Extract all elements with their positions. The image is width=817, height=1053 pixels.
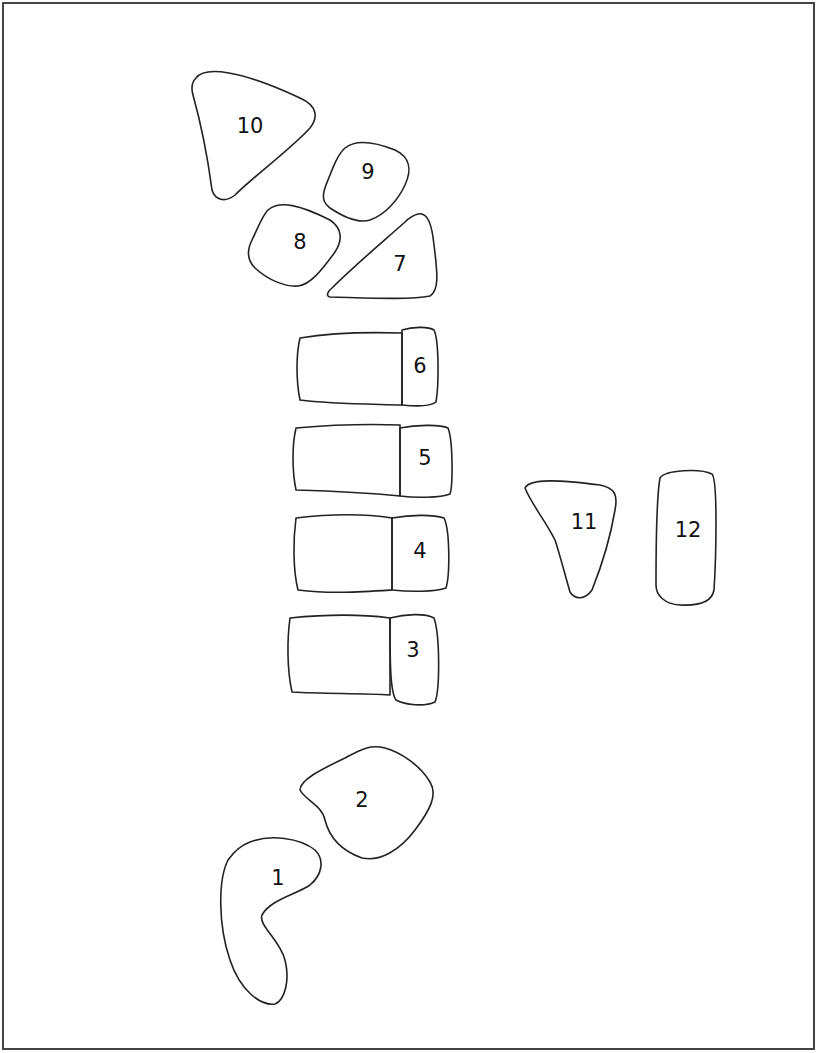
bone-body [293,425,400,496]
bone-body [294,515,392,593]
bone-outline-path [192,72,315,200]
bone-outline-path [328,214,437,299]
callout-number: 5 [418,448,431,469]
bone-shape: 8 [246,200,344,290]
bone-shape: 1 [218,834,326,1008]
callout-number: 2 [355,790,368,811]
bone-shape: 3 [386,612,444,708]
callout-number: 12 [675,520,702,541]
frame-border [3,3,814,1049]
bone-body [288,615,390,695]
callout-number: 9 [361,162,374,183]
bone-outline-path [392,515,449,591]
bone-outline-path [402,327,438,405]
bone-shape: 4 [388,512,454,594]
bone-shape: 10 [188,66,322,204]
bone-outline-path [323,142,409,221]
bone-outline-path [249,205,341,286]
callout-number: 3 [406,640,419,661]
bone-shape: 11 [518,474,622,602]
callout-number: 1 [271,868,284,889]
bone-shape: 9 [320,138,414,224]
bone-outline-path [525,481,616,598]
callout-number: 4 [413,541,426,562]
bone-shape: 12 [650,466,722,610]
bone-shape: 6 [398,324,442,410]
bone-outline [218,834,326,1008]
bone-outline-path [300,747,433,859]
callout-number: 10 [237,116,264,137]
bone-outline-path [656,471,716,606]
bone-outline [518,474,622,602]
bone-outline-path [400,425,452,497]
bone-shape: 2 [295,740,439,866]
bone-shape: 5 [396,422,456,502]
bone-outline-path [221,838,321,1004]
bone-outline [325,210,441,303]
bone-body [297,333,402,405]
bone-outline-path [390,615,439,705]
callout-number: 11 [571,512,598,533]
callout-number: 8 [293,232,306,253]
callout-number: 6 [413,356,426,377]
bone-shape: 7 [325,210,441,303]
callout-number: 7 [393,254,406,275]
